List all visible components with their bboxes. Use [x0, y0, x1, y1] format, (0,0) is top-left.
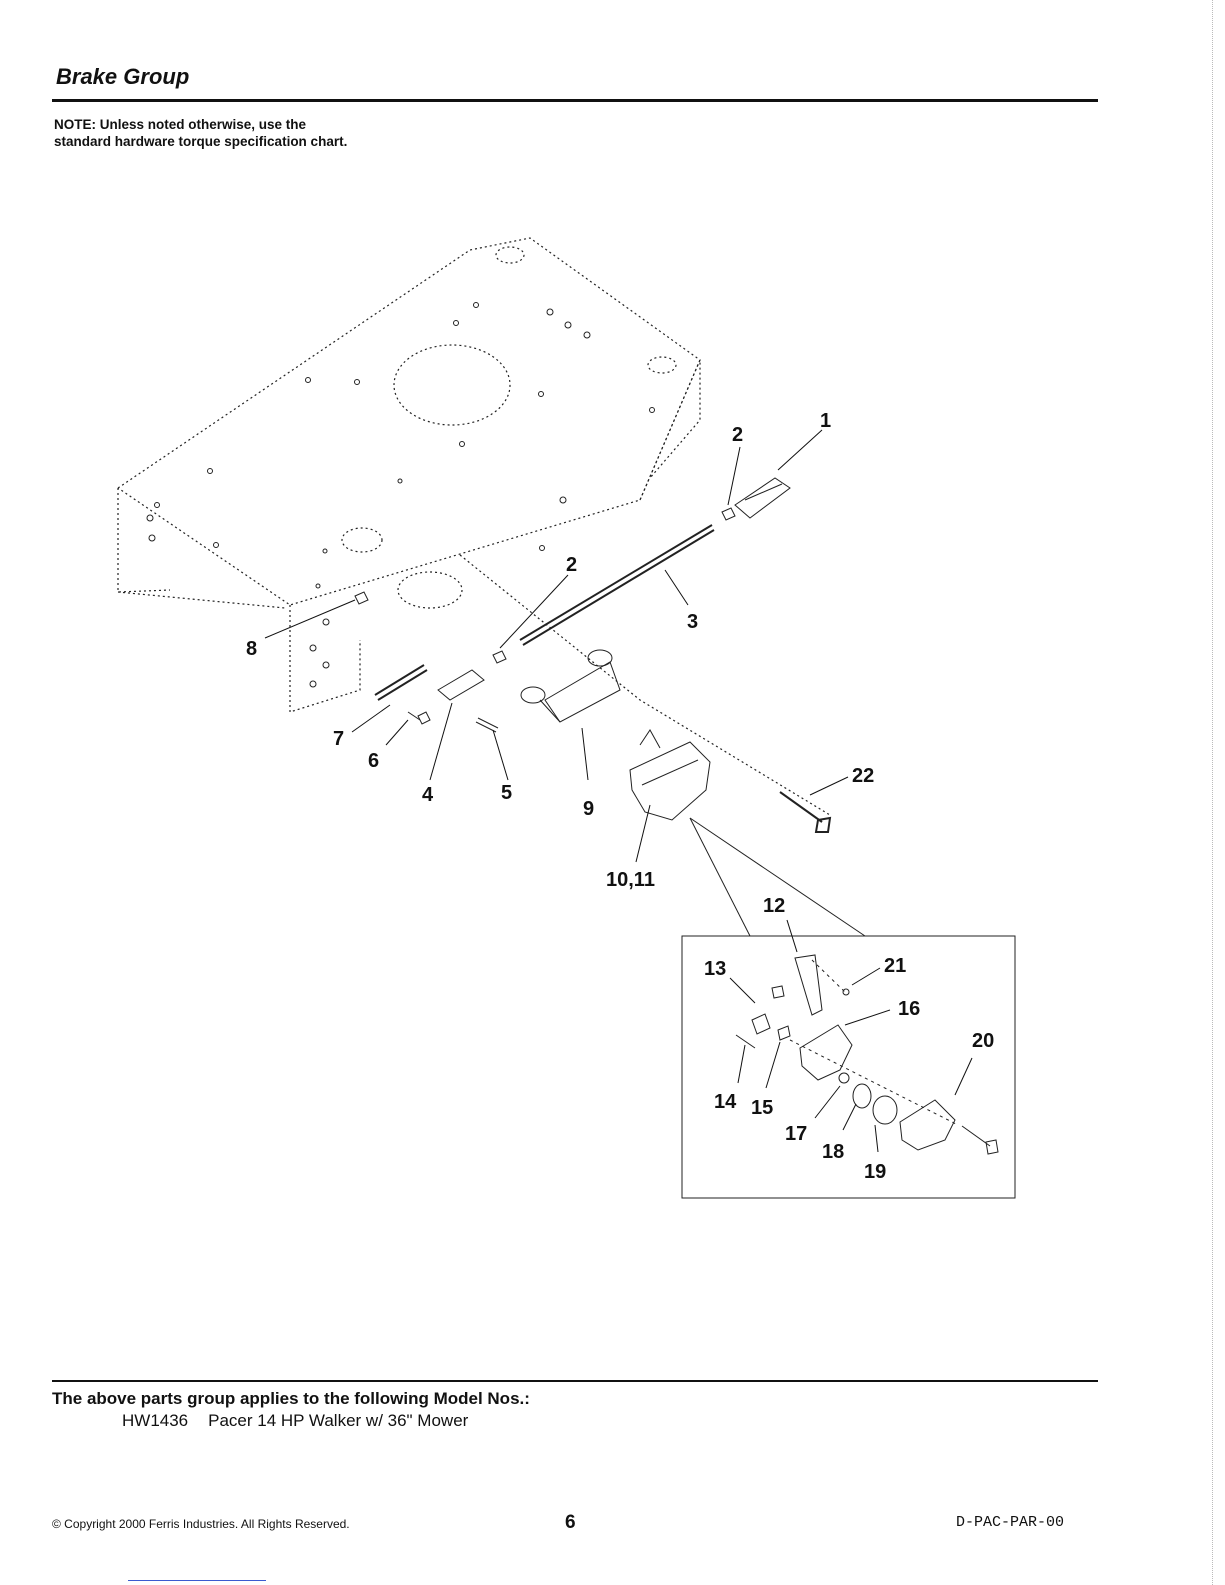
callout-3: 3 [687, 611, 698, 633]
callout-9: 9 [583, 798, 594, 820]
callout-10-11: 10,11 [606, 869, 655, 891]
page-number: 6 [565, 1512, 576, 1533]
document-code: D-PAC-PAR-00 [956, 1514, 1065, 1531]
link-underline [128, 1580, 266, 1581]
brake-caliper-assembly [629, 729, 711, 821]
callout-6: 6 [368, 750, 379, 772]
footer-divider [52, 1380, 1098, 1382]
copyright-notice: © Copyright 2000 Ferris Industries. All … [52, 1517, 350, 1531]
models-heading: The above parts group applies to the fol… [52, 1389, 530, 1408]
scan-edge [1212, 0, 1213, 1585]
callout-2-lower: 2 [566, 554, 577, 576]
callout-16: 16 [898, 998, 920, 1020]
return-spring [374, 664, 428, 701]
callout-5: 5 [501, 782, 512, 804]
callout-17: 17 [785, 1123, 807, 1145]
callout-19: 19 [864, 1161, 886, 1183]
callout-13: 13 [704, 958, 726, 980]
pivot-bracket [520, 649, 621, 723]
callout-8: 8 [246, 638, 257, 660]
header-divider [52, 99, 1098, 102]
frame-nut [354, 591, 369, 605]
callout-labels: 1 2 2 3 4 5 6 7 8 9 10,11 12 13 14 15 16… [246, 410, 994, 1183]
callout-15: 15 [751, 1097, 773, 1119]
chassis-frame [117, 237, 831, 816]
clevis-pin [475, 717, 499, 733]
spring-bolt [407, 711, 431, 725]
callout-18: 18 [822, 1141, 844, 1163]
callout-21: 21 [884, 955, 906, 977]
callout-12: 12 [763, 895, 785, 917]
callout-14: 14 [714, 1091, 737, 1113]
model-number: HW1436 [122, 1411, 189, 1430]
callout-1: 1 [820, 410, 831, 432]
callout-20: 20 [972, 1030, 994, 1052]
callout-22: 22 [852, 765, 874, 787]
callout-4: 4 [422, 784, 434, 806]
lower-clevis [437, 669, 485, 701]
callout-2-upper: 2 [732, 424, 743, 446]
model-description: Pacer 14 HP Walker w/ 36" Mower [208, 1411, 469, 1430]
upper-clevis [734, 477, 791, 519]
model-row: HW1436 Pacer 14 HP Walker w/ 36" Mower [122, 1411, 468, 1431]
detail-zoom-lines [689, 817, 866, 937]
torque-note: NOTE: Unless noted otherwise, use the st… [54, 117, 348, 149]
callout-leaders [264, 429, 973, 1153]
callout-7: 7 [333, 728, 344, 750]
mounting-bolt [779, 791, 832, 833]
jam-nuts [492, 507, 736, 664]
brake-rod [519, 524, 715, 646]
detail-view [681, 935, 1016, 1199]
frame-holes [146, 302, 655, 688]
page-title: Brake Group [56, 64, 190, 89]
